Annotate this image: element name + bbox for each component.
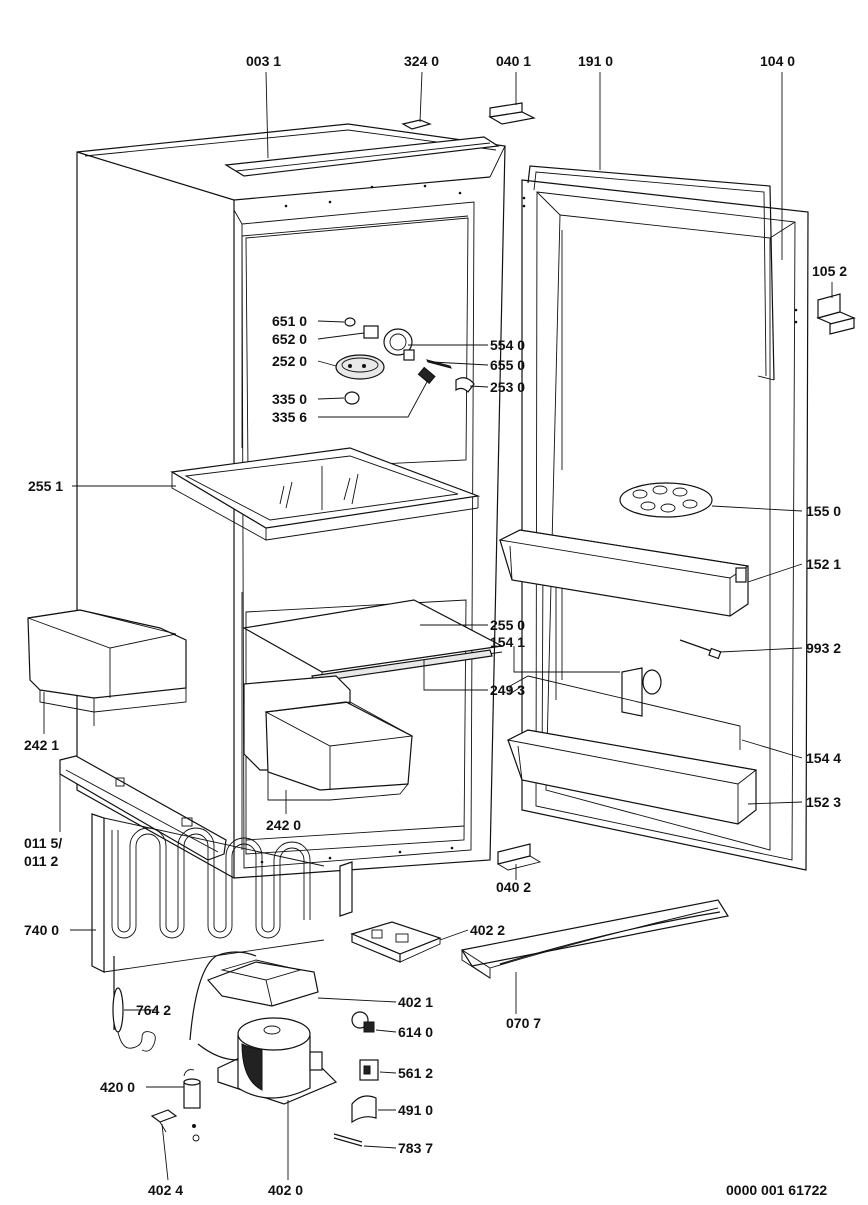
control-402-2: [350, 921, 442, 963]
drawing-reference-number: 0000 001 61722: [726, 1182, 827, 1198]
label-651-0: 651 0: [272, 313, 307, 329]
door-shelf-152-1: [498, 529, 750, 617]
label-070-7: 070 7: [506, 1015, 541, 1031]
label-335-0: 335 0: [272, 391, 307, 407]
glass-shelf-255-1: [170, 447, 481, 541]
label-105-2: 105 2: [812, 263, 847, 279]
part-491-0: [351, 1095, 377, 1124]
label-335-6: 335 6: [272, 409, 307, 425]
label-554-0: 554 0: [490, 337, 525, 353]
part-040-2: [496, 843, 542, 871]
egg-tray-155-0: [619, 482, 713, 518]
label-104-0: 104 0: [760, 53, 795, 69]
label-154-4: 154 4: [806, 750, 841, 766]
label-152-3: 152 3: [806, 794, 841, 810]
shelf-255-0: [242, 599, 504, 683]
label-040-2: 040 2: [496, 879, 531, 895]
label-402-2: 402 2: [470, 922, 505, 938]
label-402-1: 402 1: [398, 994, 433, 1010]
label-242-1: 242 1: [24, 737, 59, 753]
part-105-2: [816, 293, 856, 335]
crisper-box-242-0: [243, 675, 414, 801]
label-324-0: 324 0: [404, 53, 439, 69]
part-040-1: [488, 102, 536, 125]
label-011-5: 011 5/: [24, 835, 62, 851]
part-402-4: [150, 1109, 200, 1142]
label-003-1: 003 1: [246, 53, 281, 69]
part-labels: 003 1 324 0 040 1 191 0 104 0 105 2 651 …: [24, 53, 847, 1198]
label-252-0: 252 0: [272, 353, 307, 369]
label-402-4: 402 4: [148, 1182, 183, 1198]
capillary-764-2: [112, 956, 156, 1052]
label-740-0: 740 0: [24, 922, 59, 938]
label-040-1: 040 1: [496, 53, 531, 69]
label-652-0: 652 0: [272, 331, 307, 347]
door-shelf-152-3: [506, 729, 758, 825]
base-trim-070-7: [461, 899, 729, 979]
part-783-7: [333, 1133, 363, 1147]
door: [521, 165, 809, 871]
label-249-3: 249 3: [490, 682, 525, 698]
rail-154-4: [509, 675, 741, 750]
label-491-0: 491 0: [398, 1102, 433, 1118]
cabinet: [76, 123, 506, 879]
condenser-740-0: [91, 813, 353, 973]
part-561-2: [359, 1059, 379, 1081]
label-402-0: 402 0: [268, 1182, 303, 1198]
label-152-1: 152 1: [806, 556, 841, 572]
label-255-1: 255 1: [28, 478, 63, 494]
part-993-2: [679, 639, 722, 660]
lamp-assembly: [335, 317, 475, 405]
leader-lines: [43, 71, 833, 1181]
part-420-0: [183, 1069, 201, 1109]
label-191-0: 191 0: [578, 53, 613, 69]
label-011-2: 011 2: [24, 853, 58, 869]
part-154-1: [621, 667, 662, 717]
part-614-0: [351, 1011, 375, 1033]
bin-242-1: [27, 609, 187, 726]
label-253-0: 253 0: [490, 379, 525, 395]
label-783-7: 783 7: [398, 1140, 433, 1156]
mount-402-1: [189, 951, 319, 1041]
label-561-2: 561 2: [398, 1065, 433, 1081]
front-trim-011: [59, 755, 227, 861]
label-614-0: 614 0: [398, 1024, 433, 1040]
label-242-0: 242 0: [266, 817, 301, 833]
label-154-1: 154 1: [490, 634, 525, 650]
label-993-2: 993 2: [806, 640, 841, 656]
label-655-0: 655 0: [490, 357, 525, 373]
label-764-2: 764 2: [136, 1002, 171, 1018]
compressor-402-0: [197, 1017, 338, 1105]
part-324-0: [401, 119, 432, 130]
label-255-0: 255 0: [490, 617, 525, 633]
label-155-0: 155 0: [806, 503, 841, 519]
label-420-0: 420 0: [100, 1079, 135, 1095]
